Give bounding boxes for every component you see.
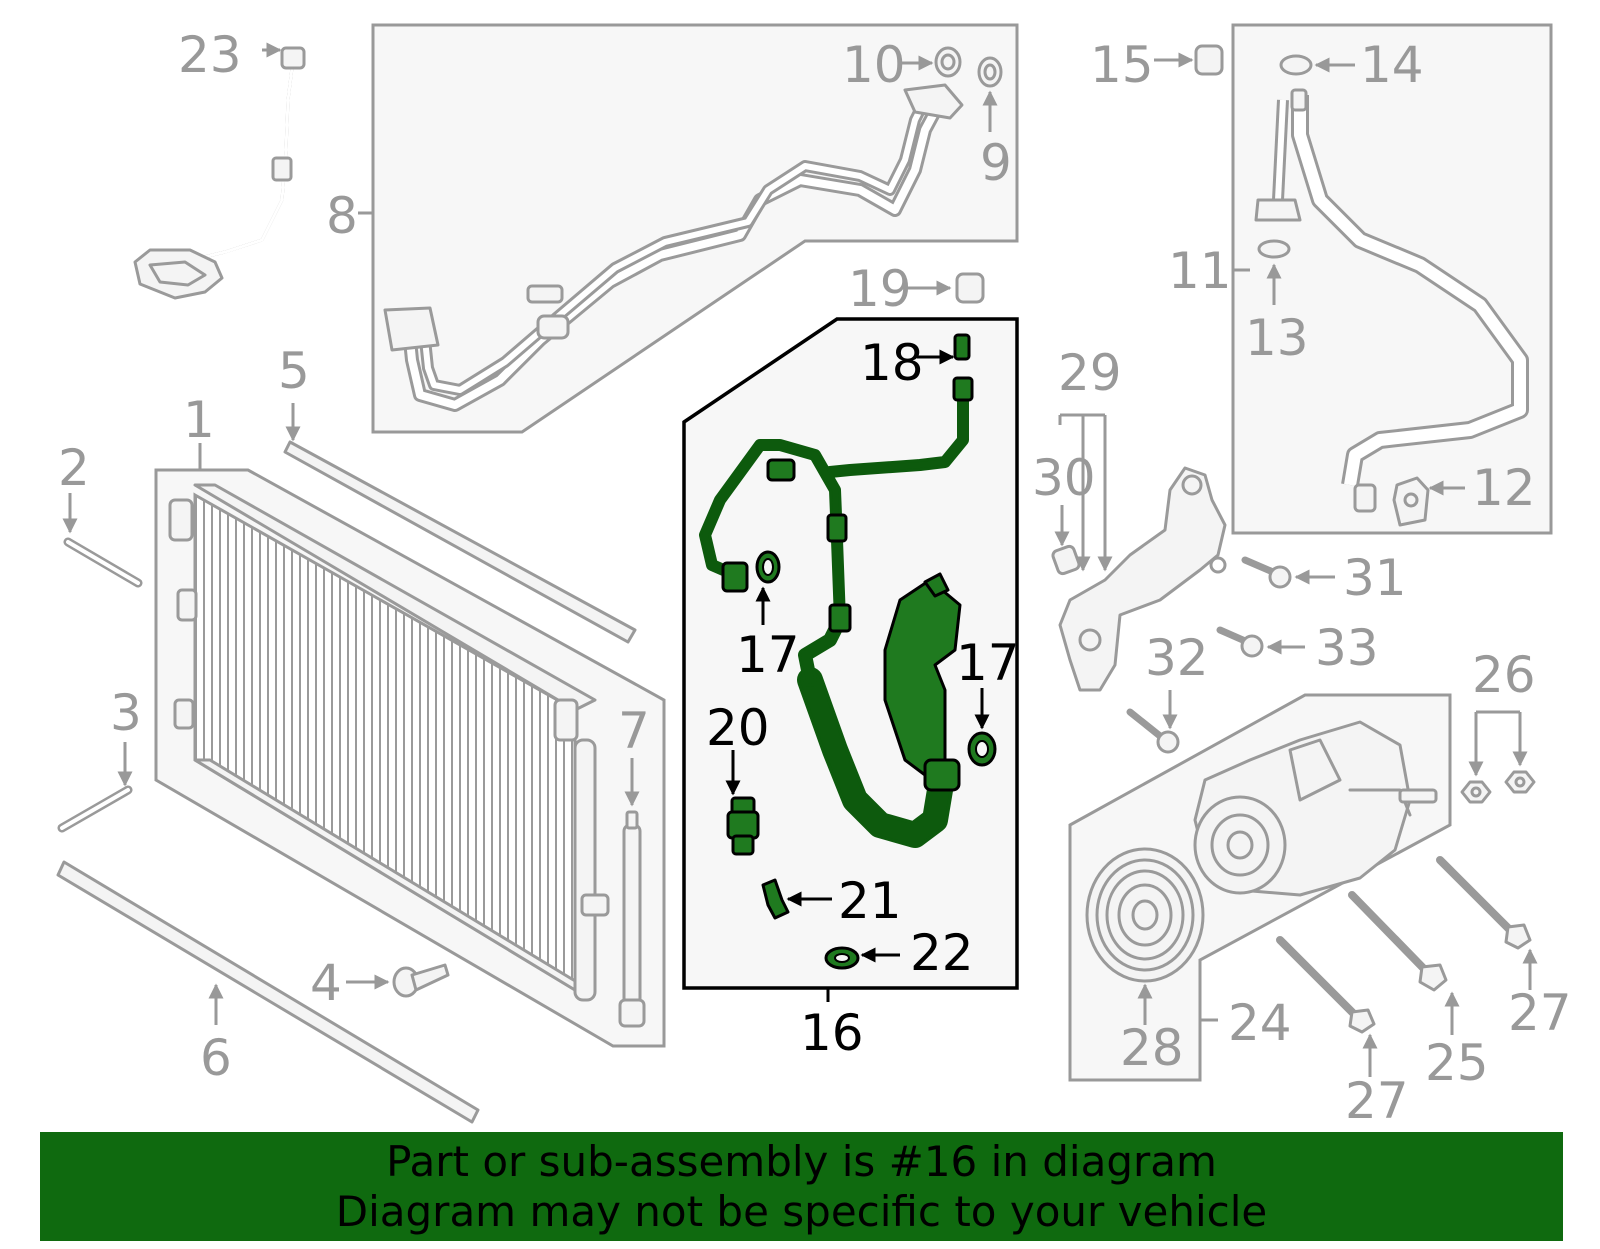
callout-10: 10 — [842, 36, 906, 94]
part-28-pulley — [1085, 847, 1205, 983]
part-10-seal — [934, 46, 962, 78]
part-16-hose-assembly — [699, 333, 974, 848]
callout-20: 20 — [706, 699, 770, 757]
part-30-bushing — [1051, 544, 1081, 576]
callout-27-bottom: 27 — [1345, 1072, 1409, 1130]
part-20-switch — [726, 796, 760, 856]
part-32-bolt — [1126, 708, 1180, 754]
part-25-bolt — [1348, 891, 1448, 992]
part-6-strip — [56, 860, 480, 1124]
callout-13: 13 — [1245, 309, 1309, 367]
callout-7: 7 — [618, 702, 650, 760]
part-27-bolt-bottom — [1276, 936, 1376, 1034]
callout-8: 8 — [326, 187, 358, 245]
part-9-seal — [977, 56, 1003, 88]
callout-21: 21 — [838, 872, 902, 930]
part-12-block — [1392, 476, 1430, 527]
callout-27-right: 27 — [1508, 984, 1572, 1042]
callout-18: 18 — [860, 334, 924, 392]
callout-25: 25 — [1425, 1034, 1489, 1092]
callout-9: 9 — [980, 134, 1012, 192]
part-29-bracket — [1058, 466, 1227, 692]
part-1-condenser — [168, 483, 610, 1002]
callout-23: 23 — [178, 26, 242, 84]
callout-17-left: 17 — [736, 626, 800, 684]
callout-17-right: 17 — [956, 634, 1020, 692]
callout-24: 24 — [1228, 994, 1292, 1052]
callout-2: 2 — [58, 439, 90, 497]
part-13-seal — [1257, 239, 1291, 259]
callout-29: 29 — [1058, 344, 1122, 402]
callout-31: 31 — [1343, 549, 1407, 607]
part-15-cap — [1194, 44, 1224, 76]
part-31-bolt — [1241, 556, 1292, 589]
callout-15: 15 — [1090, 36, 1154, 94]
part-4-bolt — [392, 963, 450, 998]
info-banner: Part or sub-assembly is #16 in diagram D… — [40, 1132, 1563, 1241]
callout-1: 1 — [183, 391, 215, 449]
callout-22: 22 — [910, 924, 974, 982]
callout-12: 12 — [1472, 459, 1536, 517]
callout-28: 28 — [1120, 1019, 1184, 1077]
callout-19: 19 — [848, 260, 912, 318]
part-11-line — [1254, 88, 1529, 513]
callout-5: 5 — [278, 342, 310, 400]
callout-4: 4 — [310, 954, 342, 1012]
callout-14: 14 — [1360, 36, 1424, 94]
part-8-line — [383, 83, 964, 412]
banner-line-disclaimer: Diagram may not be specific to your vehi… — [335, 1186, 1268, 1236]
callout-26: 26 — [1472, 646, 1536, 704]
callout-33: 33 — [1315, 619, 1379, 677]
part-5-strip — [283, 440, 637, 644]
part-26-nut-right — [1504, 770, 1536, 794]
callout-11: 11 — [1168, 242, 1232, 300]
part-21-valve — [761, 878, 790, 920]
callout-32: 32 — [1145, 629, 1209, 687]
part-19-cap — [955, 272, 985, 304]
part-27-bolt-right — [1436, 856, 1532, 950]
part-14-seal — [1279, 54, 1313, 76]
callout-6: 6 — [200, 1029, 232, 1087]
part-33-bolt — [1216, 626, 1264, 658]
part-24-compressor — [1193, 720, 1438, 897]
callout-30: 30 — [1032, 449, 1096, 507]
callout-3: 3 — [110, 684, 142, 742]
part-23-hose — [133, 46, 306, 300]
part-7-filter — [618, 810, 646, 1028]
part-26-nut-left — [1460, 780, 1492, 804]
banner-line-part: Part or sub-assembly is #16 in diagram — [386, 1136, 1217, 1186]
callout-16: 16 — [800, 1004, 864, 1062]
